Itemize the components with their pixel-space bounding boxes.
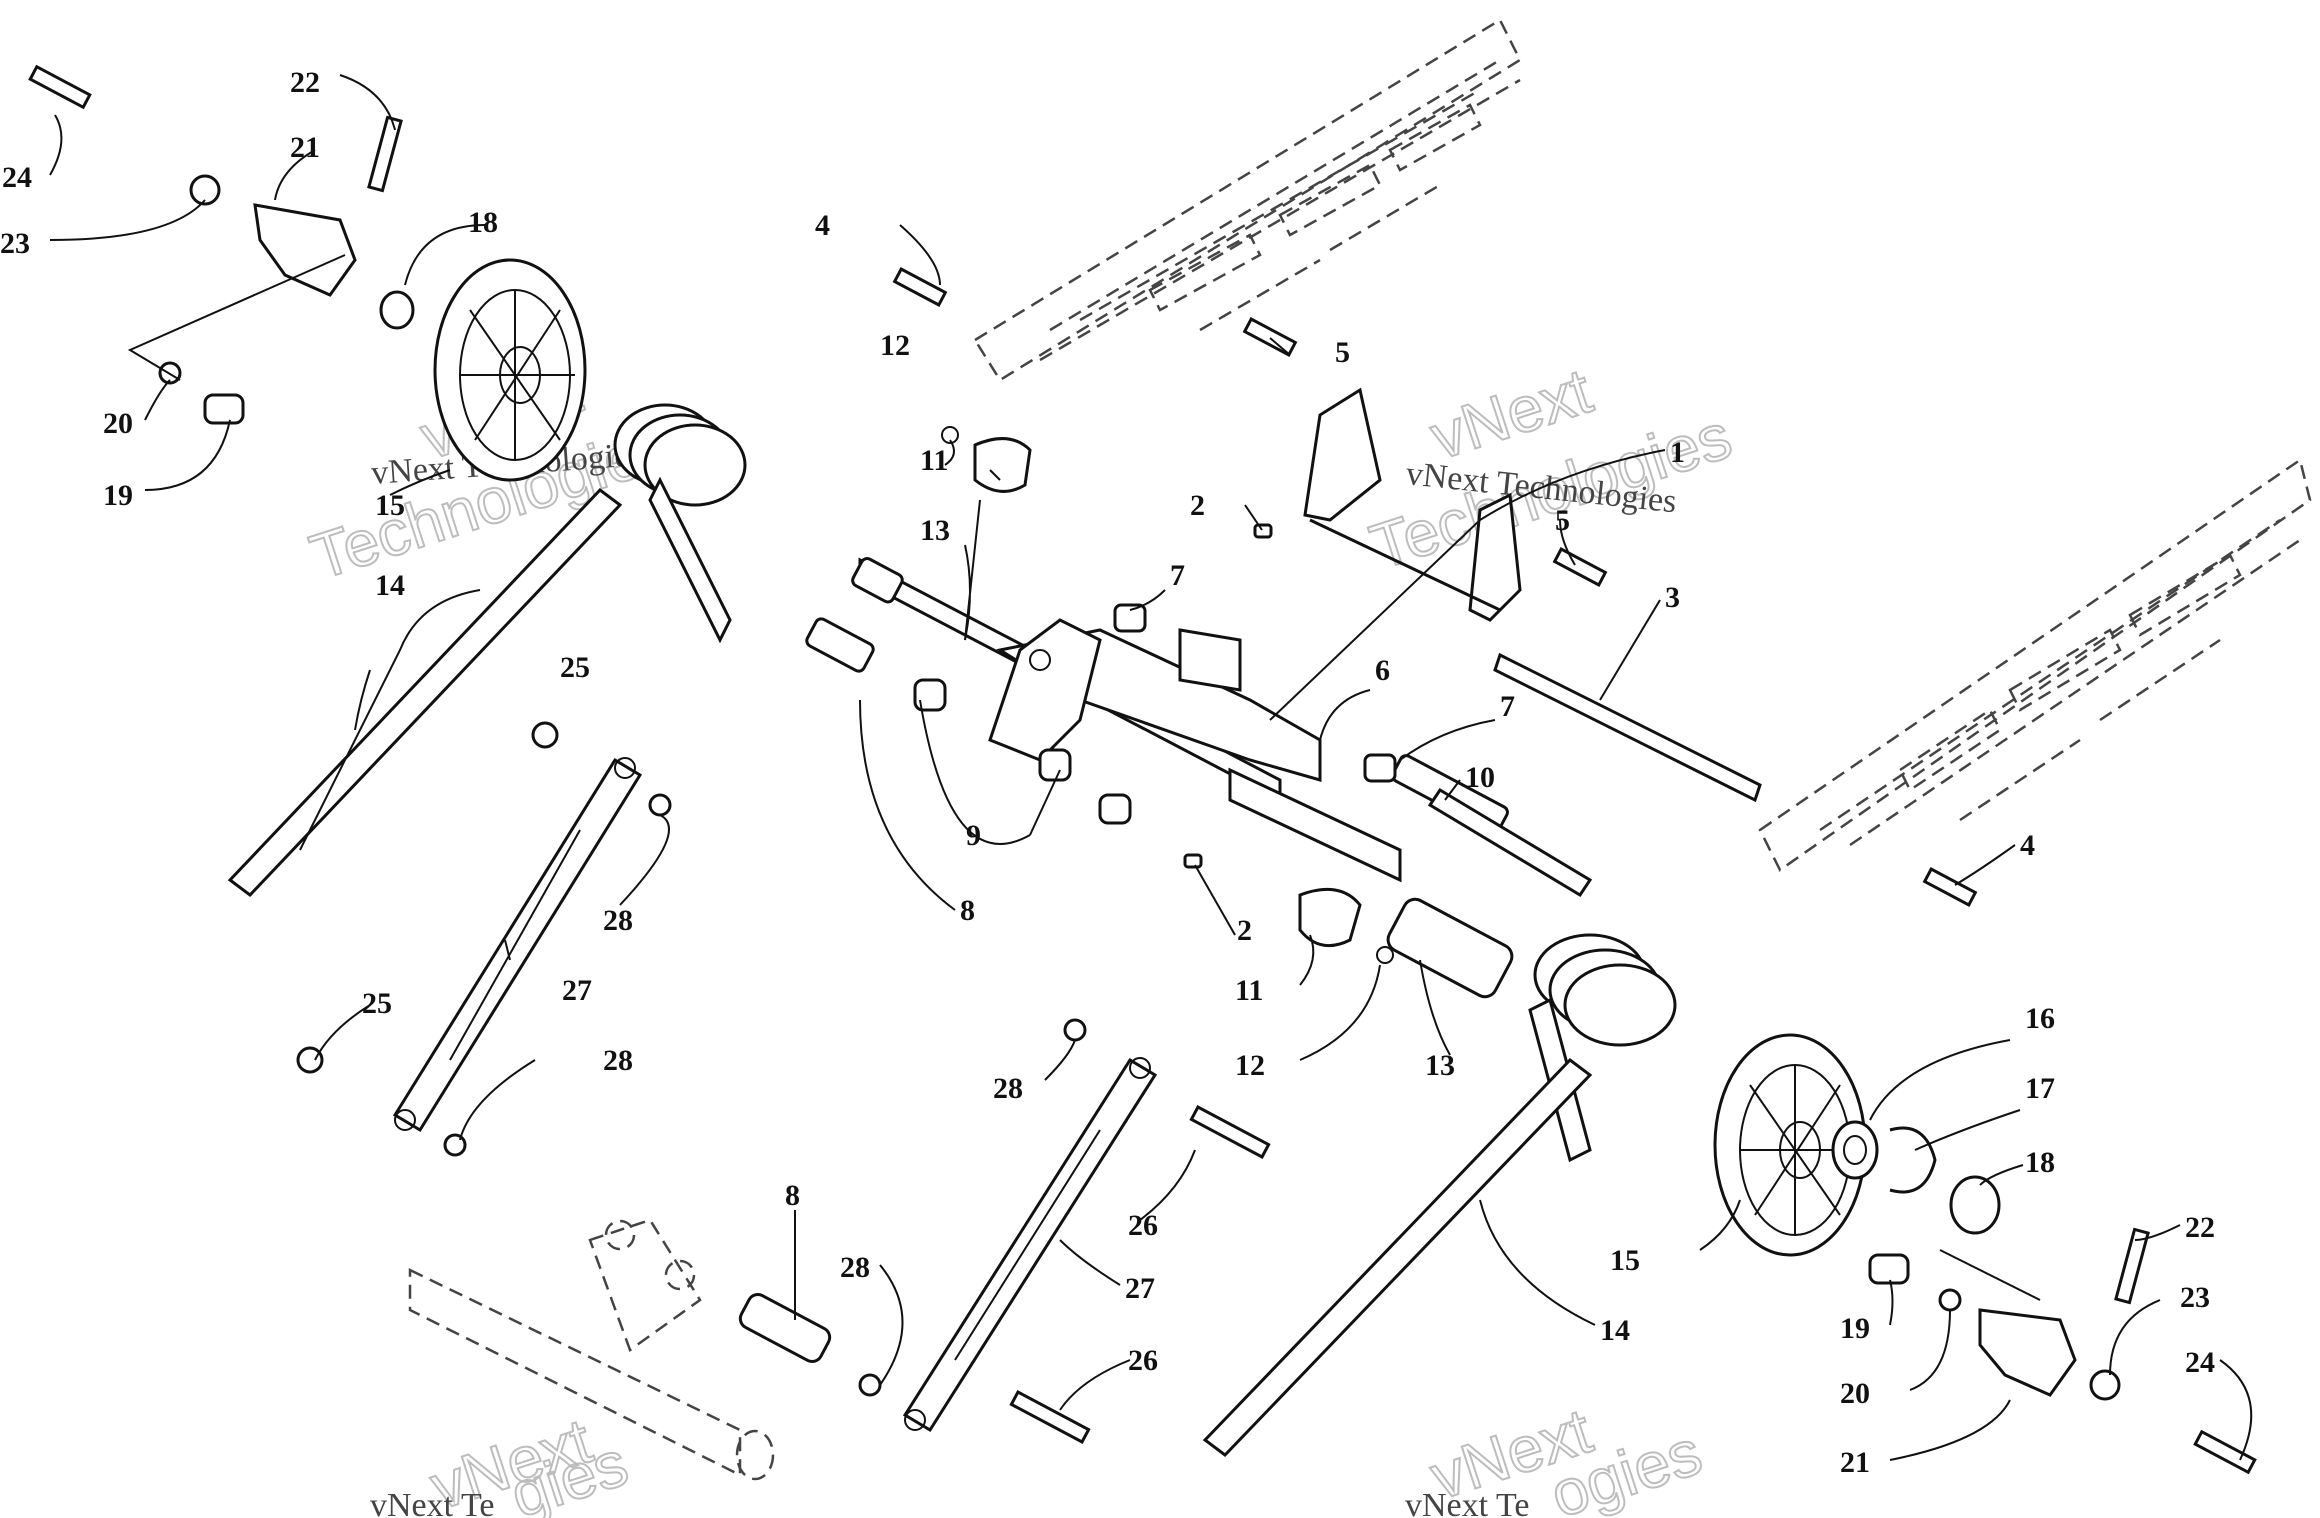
- callout-21: 21: [290, 131, 320, 164]
- watermark-text: vNext Te: [1405, 1487, 1529, 1518]
- callout-14: 14: [375, 569, 405, 602]
- callout-28: 28: [603, 904, 633, 937]
- callout-23: 23: [0, 227, 30, 260]
- watermark-text: vNext Te: [370, 1487, 494, 1518]
- callout-20: 20: [103, 407, 133, 440]
- link-arm-upper-left: [392, 757, 643, 1133]
- callout-11: 11: [1235, 974, 1263, 1007]
- frame-rail-upper: [973, 18, 1522, 382]
- callout-5: 5: [1335, 336, 1350, 369]
- callout-4: 4: [815, 209, 830, 242]
- callout-9: 9: [966, 819, 981, 852]
- callout-8: 8: [960, 894, 975, 927]
- callout-6: 6: [1375, 654, 1390, 687]
- callout-10: 10: [1465, 761, 1495, 794]
- callout-27: 27: [562, 974, 592, 1007]
- callout-13: 13: [920, 514, 950, 547]
- callout-15: 15: [1610, 1244, 1640, 1277]
- shaft-assembly: [851, 557, 1402, 883]
- callout-17: 17: [2025, 1072, 2055, 1105]
- callout-25: 25: [362, 987, 392, 1020]
- callout-12: 12: [880, 329, 910, 362]
- callout-1: 1: [1670, 436, 1685, 469]
- callout-22: 22: [2185, 1211, 2215, 1244]
- callout-3: 3: [1665, 581, 1680, 614]
- callout-19: 19: [1840, 1312, 1870, 1345]
- callout-20: 20: [1840, 1377, 1870, 1410]
- parts-misc: [28, 64, 2257, 1475]
- leader-lines: [49, 74, 2253, 1461]
- callout-28: 28: [993, 1072, 1023, 1105]
- idler-wheel-left: [433, 258, 587, 482]
- callout-15: 15: [375, 489, 405, 522]
- callout-7: 7: [1170, 559, 1185, 592]
- callout-5: 5: [1555, 504, 1570, 537]
- torsion-spring-left: [613, 403, 747, 644]
- callout-13: 13: [1425, 1049, 1455, 1082]
- link-arm-lower-right: [902, 1057, 1158, 1433]
- frame-rail-lower: [1758, 457, 2312, 872]
- callout-2: 2: [1237, 914, 1252, 947]
- callout-16: 16: [2025, 1002, 2055, 1035]
- callout-labels: 1 2 2 3 4 4 5 5 6 7 7 8 8 9 10 11 11 12 …: [0, 66, 2215, 1479]
- callout-24: 24: [2185, 1346, 2215, 1379]
- callout-25: 25: [560, 651, 590, 684]
- idler-wheel-right: [1713, 1033, 1867, 1257]
- callout-11: 11: [920, 444, 948, 477]
- callout-24: 24: [2, 161, 32, 194]
- callout-28: 28: [603, 1044, 633, 1077]
- callout-18: 18: [2025, 1146, 2055, 1179]
- callout-4: 4: [2020, 829, 2035, 862]
- callout-2: 2: [1190, 489, 1205, 522]
- callout-28: 28: [840, 1251, 870, 1284]
- callout-27: 27: [1125, 1272, 1155, 1305]
- torsion-spring-right: [1528, 933, 1677, 1163]
- axle-lower-dashed: [408, 1218, 775, 1481]
- callout-14: 14: [1600, 1314, 1630, 1347]
- callout-22: 22: [290, 66, 320, 99]
- callout-23: 23: [2180, 1281, 2210, 1314]
- callout-8: 8: [785, 1179, 800, 1212]
- callout-21: 21: [1840, 1446, 1870, 1479]
- callout-26: 26: [1128, 1344, 1158, 1377]
- callout-12: 12: [1235, 1049, 1265, 1082]
- callout-19: 19: [103, 479, 133, 512]
- torsion-arm-right: [1202, 1058, 1593, 1457]
- callout-18: 18: [468, 206, 498, 239]
- callout-26: 26: [1128, 1209, 1158, 1242]
- callout-7: 7: [1500, 690, 1515, 723]
